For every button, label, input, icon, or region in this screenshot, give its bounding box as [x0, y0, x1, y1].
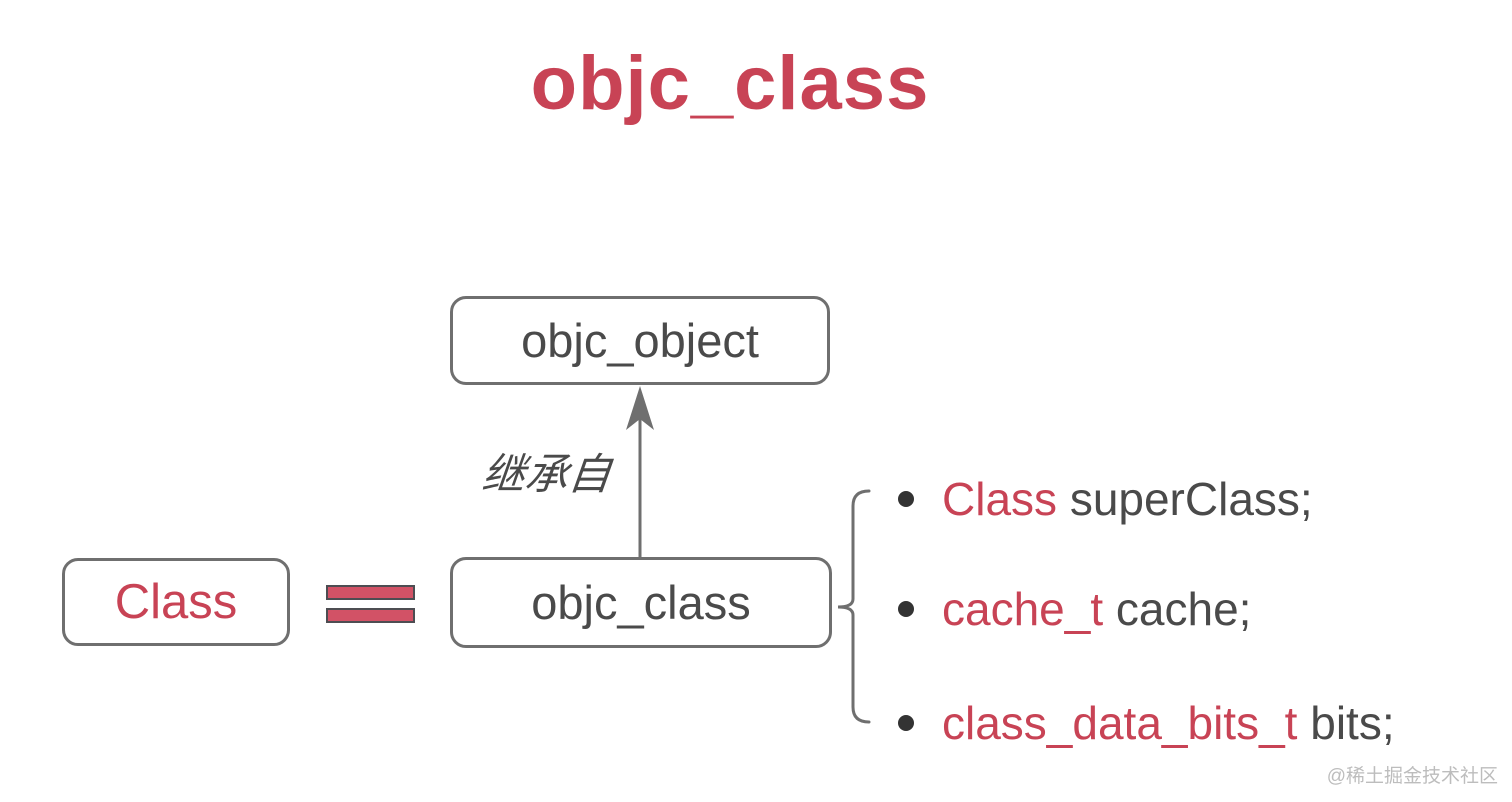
bullet-icon [898, 491, 914, 507]
equals-icon [326, 585, 415, 623]
class-alias-box: Class [62, 558, 290, 646]
objc-class-label: objc_class [531, 576, 751, 629]
objc-class-box: objc_class [450, 557, 832, 648]
class-alias-label: Class [114, 575, 238, 629]
watermark: @稀土掘金技术社区 [1326, 766, 1498, 787]
member-type: cache_t [942, 583, 1104, 635]
members-bracket-icon [837, 489, 871, 724]
inherits-label: 继承自 [479, 451, 614, 499]
equals-bar-top [326, 585, 415, 600]
objc-object-label: objc_object [521, 314, 759, 367]
member-row-superclass: Class superClass; [898, 469, 1313, 529]
member-type: Class [942, 473, 1058, 525]
bullet-icon [898, 715, 914, 731]
member-row-bits: class_data_bits_t bits; [898, 693, 1395, 753]
member-name: bits; [1310, 697, 1395, 749]
member-name: cache; [1115, 583, 1252, 635]
member-row-cache: cache_t cache; [898, 579, 1251, 639]
objc-object-box: objc_object [450, 296, 830, 385]
bullet-icon [898, 601, 914, 617]
member-name: superClass; [1069, 473, 1313, 525]
member-type: class_data_bits_t [942, 697, 1298, 749]
page-title: objc_class [530, 41, 930, 126]
equals-bar-bottom [326, 608, 415, 623]
